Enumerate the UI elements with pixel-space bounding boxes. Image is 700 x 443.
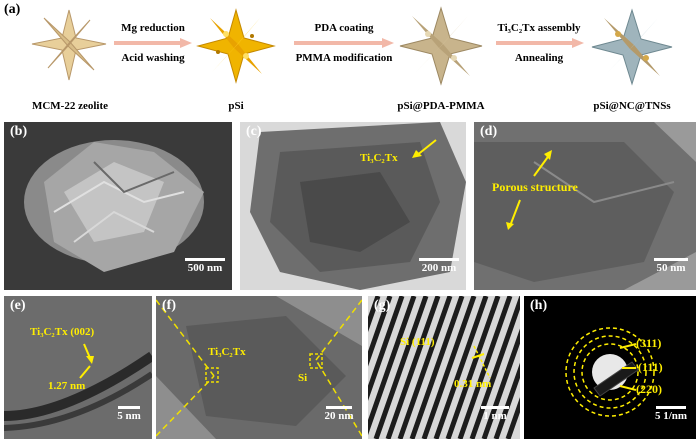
panel-d-annotation: Porous structure	[492, 180, 578, 194]
panel-b-label: (b)	[10, 124, 28, 139]
panel-g-label: (g)	[374, 298, 391, 313]
panel-f-label: (f)	[162, 298, 176, 313]
panel-f-annotation-mxene: Ti₃C₂Tx	[208, 346, 246, 358]
panel-h-scale: 5 1/nm	[648, 406, 694, 422]
step-2-bottom: PMMA modification	[295, 52, 393, 64]
panel-c-label: (c)	[246, 124, 262, 139]
panel-d-arrow-down	[506, 199, 521, 230]
panel-g-scale-text: 1 nm	[483, 410, 507, 422]
step-1-bottom: Acid washing	[121, 52, 185, 64]
psi-nc-tnss-illustration	[591, 8, 673, 86]
arrow-step-3	[496, 38, 584, 48]
mcm22-zeolite-illustration	[31, 9, 107, 81]
panel-c-arrow	[412, 139, 437, 158]
psi-pda-pmma-illustration	[399, 6, 483, 86]
panel-g-scale: 1 nm	[472, 406, 518, 422]
panel-g-annotation-spacing: 0.31 nm	[454, 378, 492, 390]
panel-f-scale-text: 20 nm	[324, 410, 354, 422]
panel-e-label: (e)	[10, 298, 26, 313]
step-3-bottom: Annealing	[514, 52, 564, 64]
panel-h-ring-111: (111)	[638, 360, 663, 374]
panel-b-scale: 500 nm	[180, 258, 230, 274]
panel-f-annotation-si: Si	[298, 372, 308, 384]
panel-e-arrows	[79, 343, 94, 379]
caption-psi-pda-pmma: pSi@PDA-PMMA	[397, 100, 485, 112]
panel-h-ring-arrows	[619, 343, 637, 391]
panel-c-scale: 200 nm	[414, 258, 464, 274]
panel-h-scale-text: 5 1/nm	[654, 410, 688, 422]
caption-psi: pSi	[228, 100, 244, 112]
panel-c-annotation: Ti₃C₂Tx	[360, 152, 398, 164]
panel-d-label: (d)	[480, 124, 498, 139]
panel-h-ring-311: (311)	[636, 336, 662, 350]
panel-d-arrow-up	[533, 150, 552, 177]
panel-d-scale-text: 50 nm	[656, 262, 686, 274]
psi-illustration	[196, 8, 276, 84]
panel-g-annotation-plane: Si (111)	[400, 336, 435, 348]
panel-h-label: (h)	[530, 298, 548, 313]
step-3-top: Ti₃C₂Tx assembly	[497, 22, 581, 34]
panel-b-scale-text: 500 nm	[187, 262, 223, 274]
panel-b-sem-image	[4, 122, 232, 290]
panel-h-saed-image	[524, 296, 696, 439]
panel-e-hrtem-image	[4, 296, 152, 439]
step-2-top: PDA coating	[314, 22, 374, 34]
panel-e-annotation-plane: Ti₃C₂Tx (002)	[30, 326, 95, 338]
panel-f-tem-image	[156, 296, 362, 439]
caption-mcm22: MCM-22 zeolite	[31, 100, 109, 112]
panel-f-scale: 20 nm	[318, 406, 360, 422]
panel-a-label: (a)	[4, 2, 21, 17]
panel-d-tem-image	[474, 122, 696, 290]
arrow-step-1	[114, 38, 192, 48]
panel-e-annotation-spacing: 1.27 nm	[48, 380, 86, 392]
panel-e-scale: 5 nm	[108, 406, 150, 422]
panel-e-scale-text: 5 nm	[117, 410, 141, 422]
panel-h-ring-220: (220)	[636, 382, 662, 396]
caption-psi-nc-tnss: pSi@NC@TNSs	[593, 100, 671, 112]
panel-d-scale: 50 nm	[648, 258, 694, 274]
panel-g-marker	[471, 345, 491, 379]
arrow-step-2	[294, 38, 394, 48]
panel-g-lattice-image	[368, 296, 520, 439]
panel-c-tem-image	[240, 122, 466, 290]
step-1-top: Mg reduction	[121, 22, 185, 34]
panel-c-scale-text: 200 nm	[421, 262, 457, 274]
